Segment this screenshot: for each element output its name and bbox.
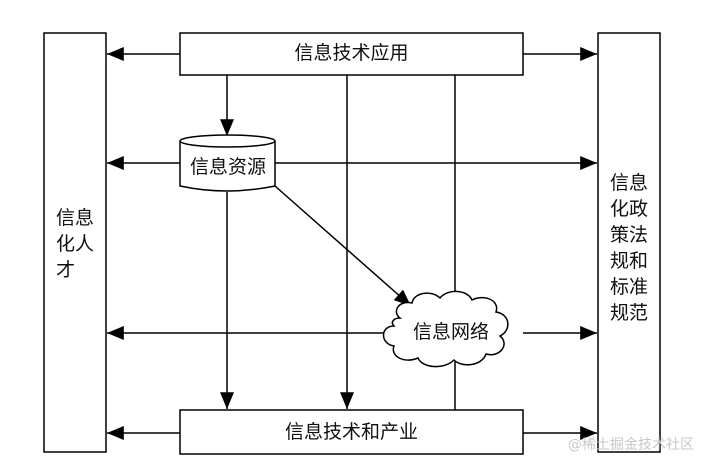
right-pillar-line: 标准 <box>610 276 649 299</box>
left-pillar-label: 信息 化人 才 <box>56 205 100 283</box>
top-box <box>179 32 524 76</box>
bottom-box <box>179 409 524 455</box>
top-box-label: 信息技术应用 <box>294 42 409 64</box>
right-pillar-box <box>597 32 661 453</box>
network-node-label: 信息网络 <box>412 321 489 343</box>
left-pillar-box <box>43 32 107 453</box>
right-pillar-line: 信息 <box>610 172 649 194</box>
right-pillar-line: 化政 <box>610 198 649 221</box>
right-pillar-line: 规范 <box>610 302 649 325</box>
right-pillar-line: 策法 <box>610 224 649 247</box>
network-node-cloud <box>382 290 509 368</box>
resource-node-label: 信息资源 <box>189 156 266 178</box>
right-pillar-line: 规和 <box>610 250 649 273</box>
right-pillar-label: 信息 化政 策法 规和 标准 规范 <box>610 170 654 326</box>
left-pillar-line: 才 <box>56 259 76 282</box>
left-pillar-line: 化人 <box>56 233 95 256</box>
left-pillar-line: 信息 <box>56 207 95 229</box>
watermark: @稀土掘金技术社区 <box>568 437 694 453</box>
arrow-resource-to-network <box>274 185 412 307</box>
bottom-box-label: 信息技术和产业 <box>284 421 418 443</box>
resource-node <box>179 134 276 192</box>
